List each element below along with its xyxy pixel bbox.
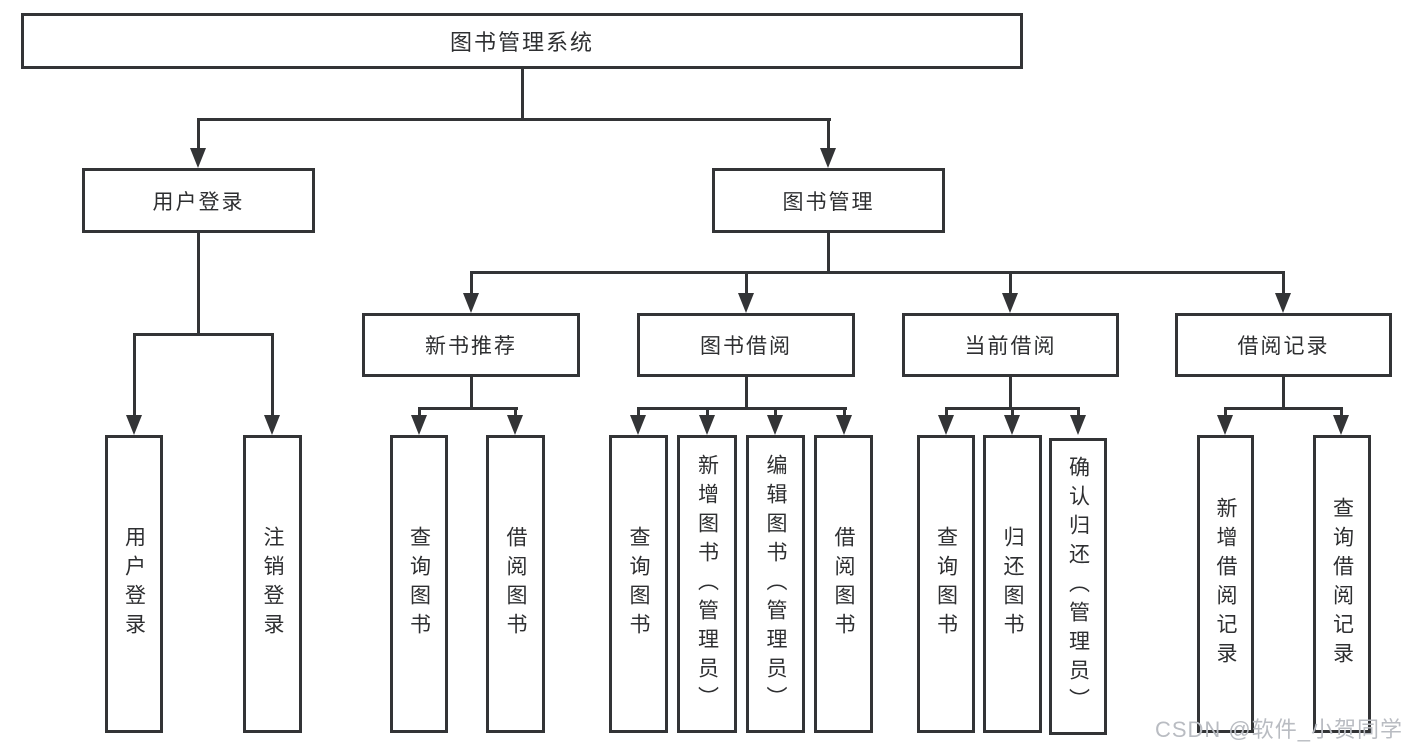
leaf-user-login-label: 用户登录 xyxy=(122,526,146,642)
node-root: 图书管理系统 xyxy=(21,13,1023,69)
leaf-add-book-admin: 新增图书（管理员） xyxy=(677,435,737,733)
leaf-borrow-books-2-label: 借阅图书 xyxy=(832,526,855,642)
connector-records-crossbar xyxy=(1224,407,1343,410)
leaf-return-books: 归还图书 xyxy=(983,435,1042,733)
leaf-add-borrow-record: 新增借阅记录 xyxy=(1197,435,1254,733)
connector-to-new-book-recommend xyxy=(470,271,473,295)
connector-to-leaf xyxy=(945,407,948,417)
arrow-down-icon xyxy=(411,415,427,435)
arrow-down-icon xyxy=(699,415,715,435)
node-borrowing-records-label: 借阅记录 xyxy=(1237,335,1330,358)
connector-to-leaf xyxy=(418,407,421,417)
node-current-borrowing-label: 当前借阅 xyxy=(964,335,1057,358)
node-user-login-label: 用户登录 xyxy=(152,190,245,214)
arrow-down-icon xyxy=(938,415,954,435)
node-user-login: 用户登录 xyxy=(82,168,315,233)
connector-root-stem xyxy=(521,69,524,120)
leaf-edit-book-admin-label: 编辑图书（管理员） xyxy=(764,453,787,715)
arrow-down-icon xyxy=(767,415,783,435)
leaf-query-books-3-label: 查询图书 xyxy=(934,526,958,642)
leaf-confirm-return-admin-label: 确认归还（管理员） xyxy=(1066,456,1090,717)
leaf-query-borrow-record-label: 查询借阅记录 xyxy=(1330,497,1354,671)
connector-book-mgmt-stem xyxy=(827,233,830,274)
arrow-down-icon xyxy=(836,415,852,435)
arrow-down-icon xyxy=(126,415,142,435)
leaf-return-books-label: 归还图书 xyxy=(1001,526,1024,642)
connector-to-user-login xyxy=(197,118,200,150)
connector-to-leaf xyxy=(774,407,777,417)
node-borrowing-records: 借阅记录 xyxy=(1175,313,1392,377)
connector-to-leaf xyxy=(1077,407,1080,417)
leaf-add-borrow-record-label: 新增借阅记录 xyxy=(1214,497,1237,671)
leaf-query-borrow-record: 查询借阅记录 xyxy=(1313,435,1371,733)
connector-to-leaf xyxy=(514,407,517,417)
connector-new-books-crossbar xyxy=(418,407,518,410)
arrow-down-icon xyxy=(463,293,479,313)
leaf-query-books-1-label: 查询图书 xyxy=(407,526,431,642)
node-book-management: 图书管理 xyxy=(712,168,945,233)
connector-to-leaf xyxy=(843,407,846,417)
leaf-query-books-2: 查询图书 xyxy=(609,435,668,733)
csdn-watermark: CSDN @软件_小贺同学 xyxy=(1154,717,1403,742)
connector-to-leaf xyxy=(1340,407,1343,417)
connector-to-leaf xyxy=(1011,407,1014,417)
arrow-down-icon xyxy=(264,415,280,435)
connector-borrowing-crossbar xyxy=(637,407,847,410)
leaf-borrow-books-1-label: 借阅图书 xyxy=(504,526,527,642)
arrow-down-icon xyxy=(190,148,206,168)
connector-to-leaf xyxy=(706,407,709,417)
connector-to-leaf-logout xyxy=(271,333,274,417)
arrow-down-icon xyxy=(738,293,754,313)
connector-to-borrowing-records xyxy=(1282,271,1285,295)
connector-records-stem xyxy=(1282,377,1285,410)
leaf-add-book-admin-label: 新增图书（管理员） xyxy=(695,453,719,715)
leaf-logout: 注销登录 xyxy=(243,435,302,733)
node-new-book-recommend: 新书推荐 xyxy=(362,313,580,377)
connector-to-current-borrowing xyxy=(1009,271,1012,295)
node-book-borrowing-label: 图书借阅 xyxy=(700,335,792,358)
arrow-down-icon xyxy=(1275,293,1291,313)
node-book-borrowing: 图书借阅 xyxy=(637,313,855,377)
leaf-query-books-2-label: 查询图书 xyxy=(627,526,650,642)
node-book-management-label: 图书管理 xyxy=(782,190,875,214)
arrow-down-icon xyxy=(1070,415,1086,435)
connector-to-leaf xyxy=(1224,407,1227,417)
arrow-down-icon xyxy=(1004,415,1020,435)
arrow-down-icon xyxy=(507,415,523,435)
node-root-label: 图书管理系统 xyxy=(449,30,594,55)
leaf-logout-label: 注销登录 xyxy=(261,526,284,642)
connector-borrowing-stem xyxy=(745,377,748,410)
node-new-book-recommend-label: 新书推荐 xyxy=(425,335,517,358)
leaf-query-books-3: 查询图书 xyxy=(917,435,975,733)
connector-root-crossbar xyxy=(197,118,831,121)
leaf-borrow-books-1: 借阅图书 xyxy=(486,435,545,733)
arrow-down-icon xyxy=(1002,293,1018,313)
arrow-down-icon xyxy=(630,415,646,435)
arrow-down-icon xyxy=(1333,415,1349,435)
arrow-down-icon xyxy=(820,148,836,168)
leaf-user-login: 用户登录 xyxy=(105,435,163,733)
leaf-query-books-1: 查询图书 xyxy=(390,435,448,733)
leaf-edit-book-admin: 编辑图书（管理员） xyxy=(746,435,805,733)
node-current-borrowing: 当前借阅 xyxy=(902,313,1119,377)
connector-to-book-management xyxy=(827,118,830,150)
connector-to-leaf xyxy=(637,407,640,417)
connector-user-login-crossbar xyxy=(133,333,274,336)
connector-book-mgmt-crossbar xyxy=(470,271,1285,274)
connector-user-login-stem xyxy=(197,233,200,336)
leaf-borrow-books-2: 借阅图书 xyxy=(814,435,873,733)
connector-new-books-stem xyxy=(470,377,473,410)
connector-to-leaf-user-login xyxy=(133,333,136,417)
arrow-down-icon xyxy=(1217,415,1233,435)
leaf-confirm-return-admin: 确认归还（管理员） xyxy=(1049,438,1107,735)
connector-to-book-borrowing xyxy=(745,271,748,295)
connector-current-stem xyxy=(1009,377,1012,410)
